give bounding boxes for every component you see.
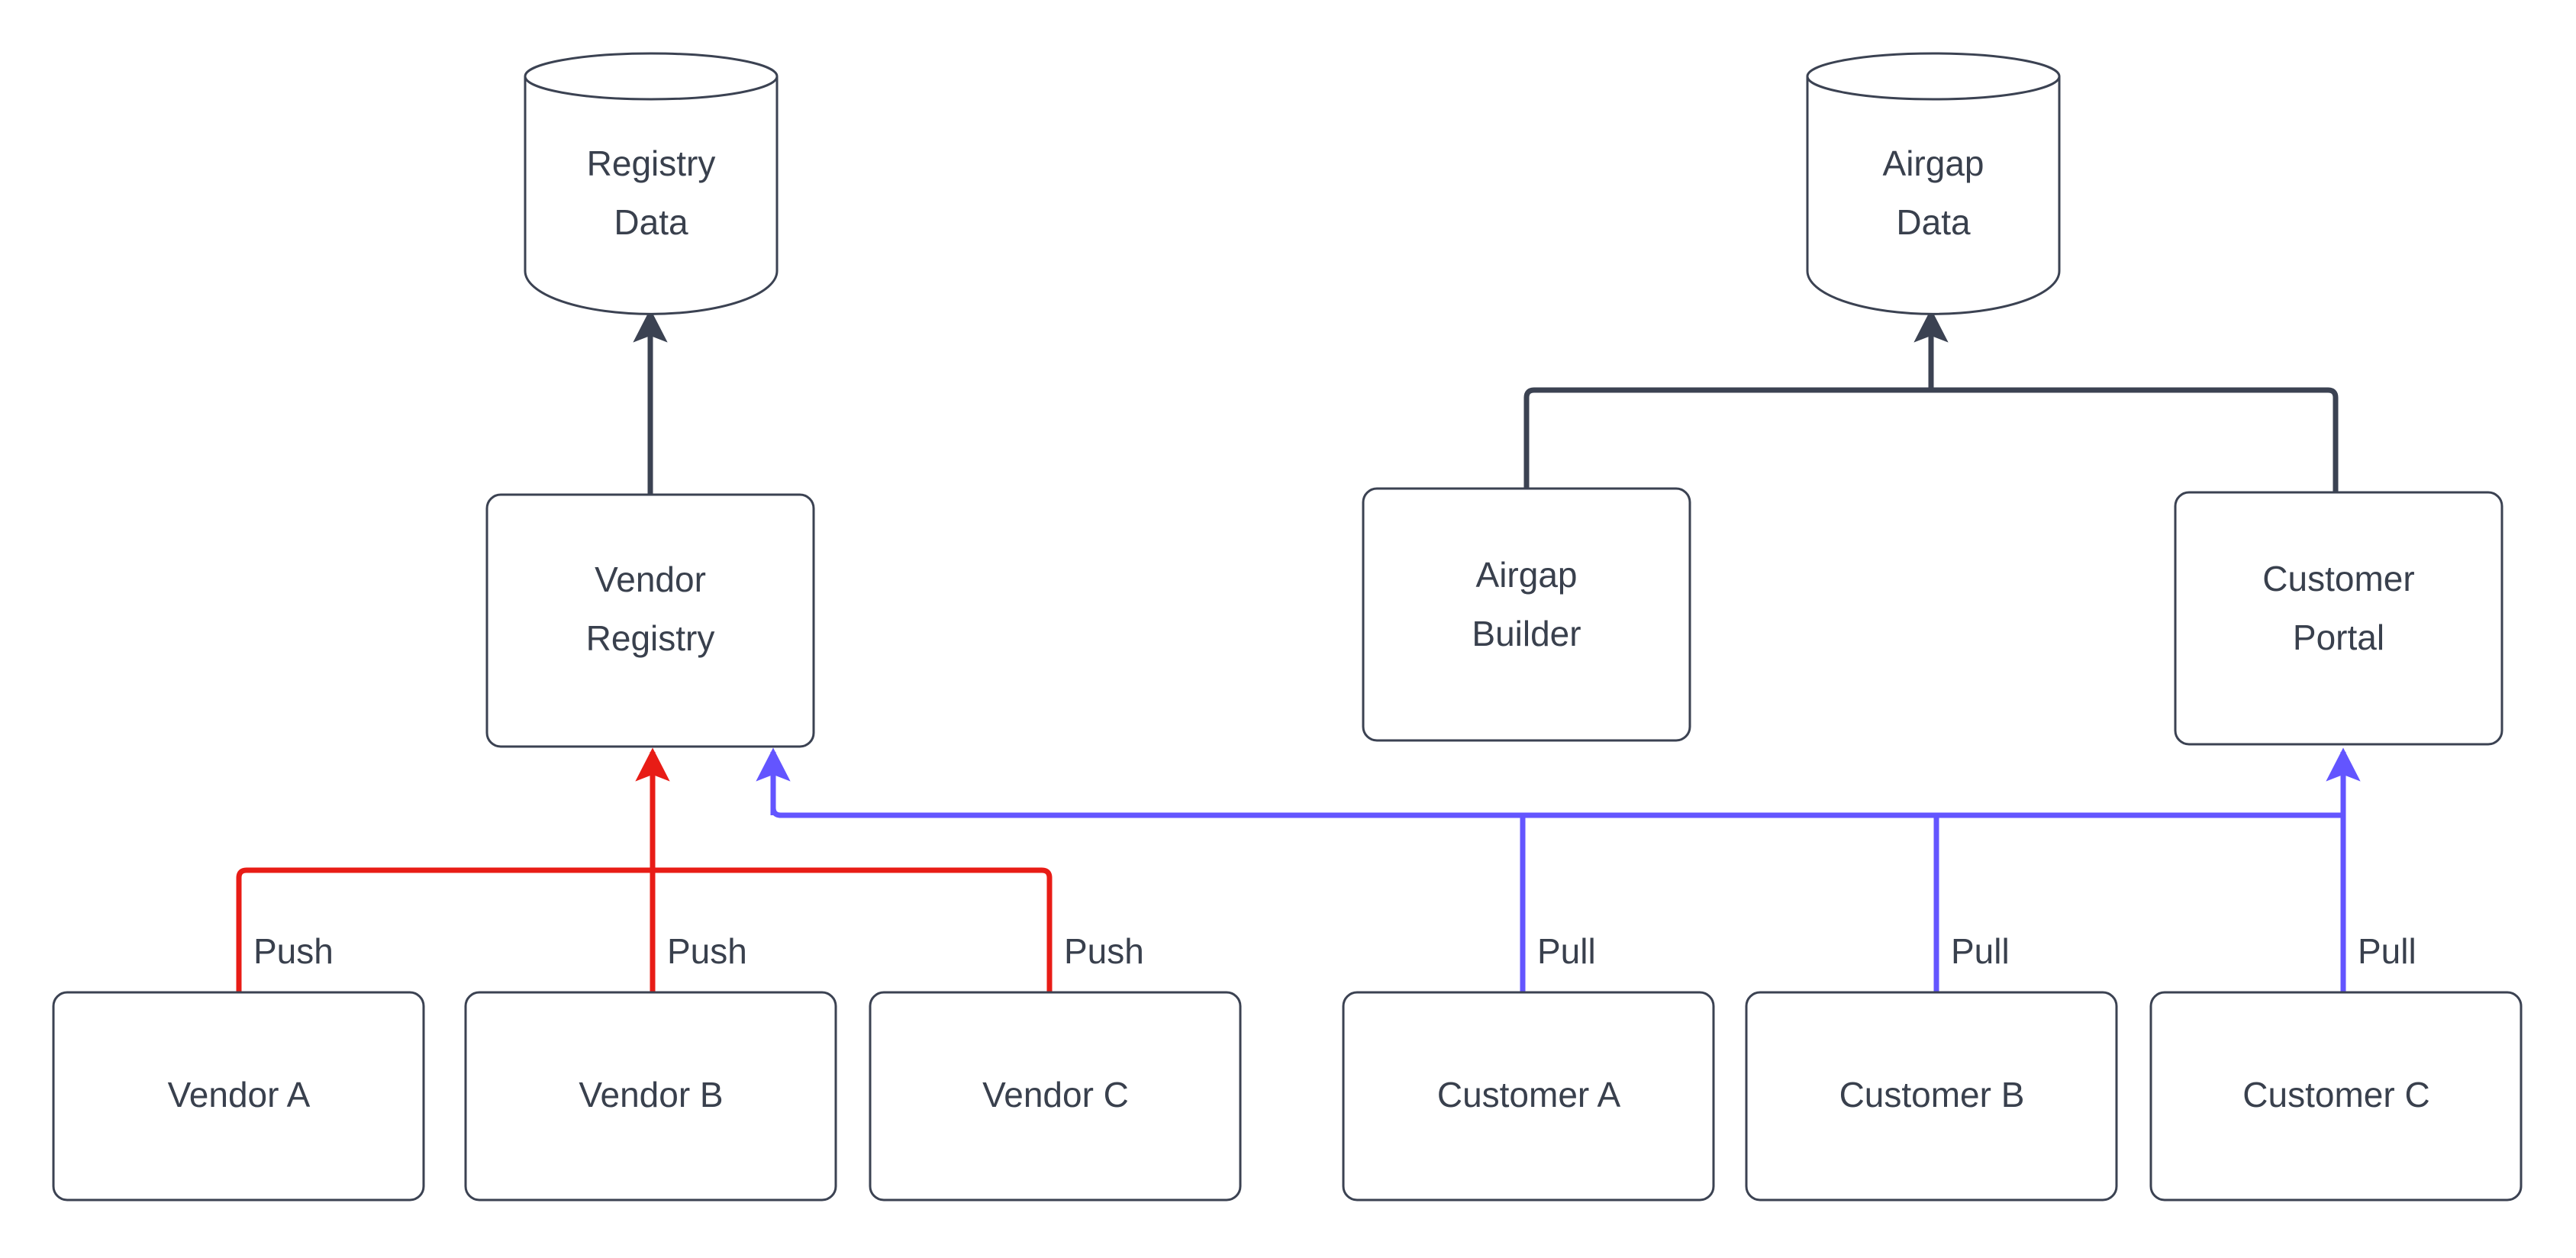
node-airgap-data[interactable]: Airgap Data: [1806, 52, 2061, 315]
node-airgap-data-label-1: Airgap: [1883, 144, 1984, 183]
edge-label-push-a: Push: [253, 931, 334, 971]
node-airgap-builder[interactable]: Airgap Builder: [1362, 487, 1691, 742]
node-customer-a-label: Customer A: [1437, 1075, 1621, 1114]
node-registry-data-label-2: Data: [614, 202, 688, 242]
node-vendor-registry[interactable]: Vendor Registry: [485, 493, 815, 748]
node-customer-portal-label-1: Customer: [2262, 559, 2414, 598]
node-customer-portal[interactable]: Customer Portal: [2174, 491, 2503, 746]
node-vendor-c-label: Vendor C: [982, 1075, 1129, 1114]
node-customer-c-label: Customer C: [2242, 1075, 2429, 1114]
node-customer-c[interactable]: Customer C: [2149, 991, 2523, 1202]
node-vendor-b[interactable]: Vendor B: [464, 991, 837, 1202]
edge-label-pull-b: Pull: [1951, 931, 2010, 971]
edge-label-push-c: Push: [1064, 931, 1144, 971]
node-vendor-registry-label-1: Vendor: [595, 560, 706, 599]
node-vendor-registry-label-2: Registry: [586, 618, 715, 658]
node-customer-portal-label-2: Portal: [2293, 618, 2384, 657]
node-vendor-b-label: Vendor B: [579, 1075, 723, 1114]
node-airgap-builder-label-2: Builder: [1472, 614, 1581, 653]
node-registry-data-label-1: Registry: [587, 144, 716, 183]
edge-label-push-b: Push: [667, 931, 747, 971]
edge-pull-bus: [770, 752, 2343, 818]
node-customer-b-label: Customer B: [1839, 1075, 2025, 1114]
node-airgap-data-label-2: Data: [1896, 202, 1971, 242]
node-customer-a[interactable]: Customer A: [1342, 991, 1715, 1202]
edge-label-pull-c: Pull: [2358, 931, 2416, 971]
node-customer-b[interactable]: Customer B: [1745, 991, 2118, 1202]
edge-push-bus: [236, 867, 1053, 992]
edge-label-pull-a: Pull: [1537, 931, 1596, 971]
node-vendor-a[interactable]: Vendor A: [52, 991, 425, 1202]
node-airgap-builder-label-1: Airgap: [1476, 555, 1578, 595]
node-vendor-a-label: Vendor A: [168, 1075, 311, 1114]
edge-airgap-bracket: [1523, 387, 2339, 492]
node-registry-data[interactable]: Registry Data: [524, 52, 779, 315]
node-vendor-c[interactable]: Vendor C: [869, 991, 1242, 1202]
